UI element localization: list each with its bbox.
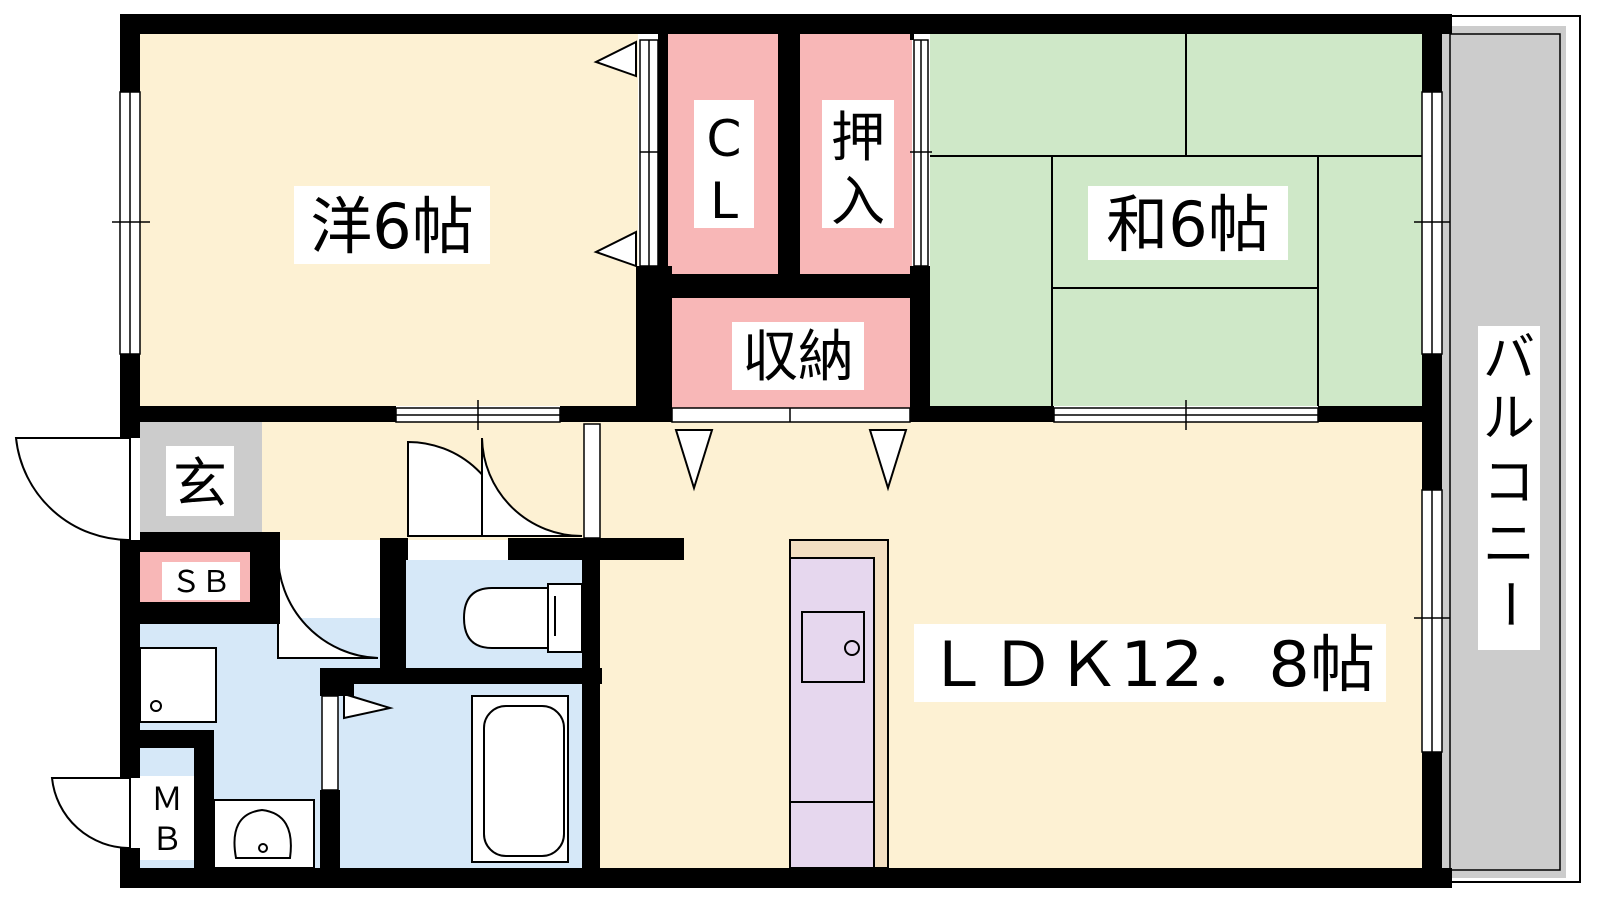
basin-drain-icon [258,843,268,853]
washroom-door-icon [276,551,379,659]
label-closet-l: L [710,172,738,230]
washbasin-bowl-icon [233,808,292,859]
mb-door-icon [50,777,131,850]
room-labels: 洋6帖 C L 押 入 収納 和6帖 玄 ＳＢ Ｍ Ｂ ＬＤＫ12．8帖 バ ル… [140,100,1540,860]
closet-door-upper-icon [593,40,637,78]
label-balcony-1: バ [1483,329,1535,389]
bathtub-icon [483,705,565,857]
label-balcony-2: ル [1483,389,1535,449]
windows [112,39,1450,791]
drain-icon [150,700,162,712]
label-entrance: 玄 [173,452,227,515]
sink-icon [801,611,865,683]
label-oshi: 押 [831,106,885,169]
washing-machine-pan-icon [139,647,217,723]
storage-door-left-icon [674,429,714,492]
label-ldk: ＬＤＫ12．8帖 [925,628,1375,701]
label-shoe-box: ＳＢ [171,565,231,600]
label-balcony-3: コ [1483,453,1535,513]
walls [120,14,1452,888]
label-closet-c: C [707,110,742,168]
label-japanese-room: 和6帖 [1106,188,1269,261]
label-balcony-5: ー [1478,578,1538,630]
label-western-room: 洋6帖 [310,190,473,263]
hall-door-icon [481,437,583,537]
label-balcony-4: ニ [1483,515,1535,575]
doors [14,40,908,850]
toilet-tank-icon [547,583,583,653]
kitchen-counter [789,539,889,869]
label-mb-b: Ｂ [151,820,183,858]
tub-outer-icon [471,695,569,863]
toilet-bowl-icon [462,587,549,649]
label-storage: 収納 [742,325,854,390]
storage-door-right-icon [868,429,908,492]
label-mb-m: Ｍ [151,780,183,818]
faucet-icon [844,640,860,656]
closet-door-lower-icon [593,230,637,268]
entrance-door-icon [14,437,131,542]
balcony-inner-line [1449,33,1561,871]
bath-door-icon [343,692,394,720]
label-ire: 入 [831,170,885,233]
